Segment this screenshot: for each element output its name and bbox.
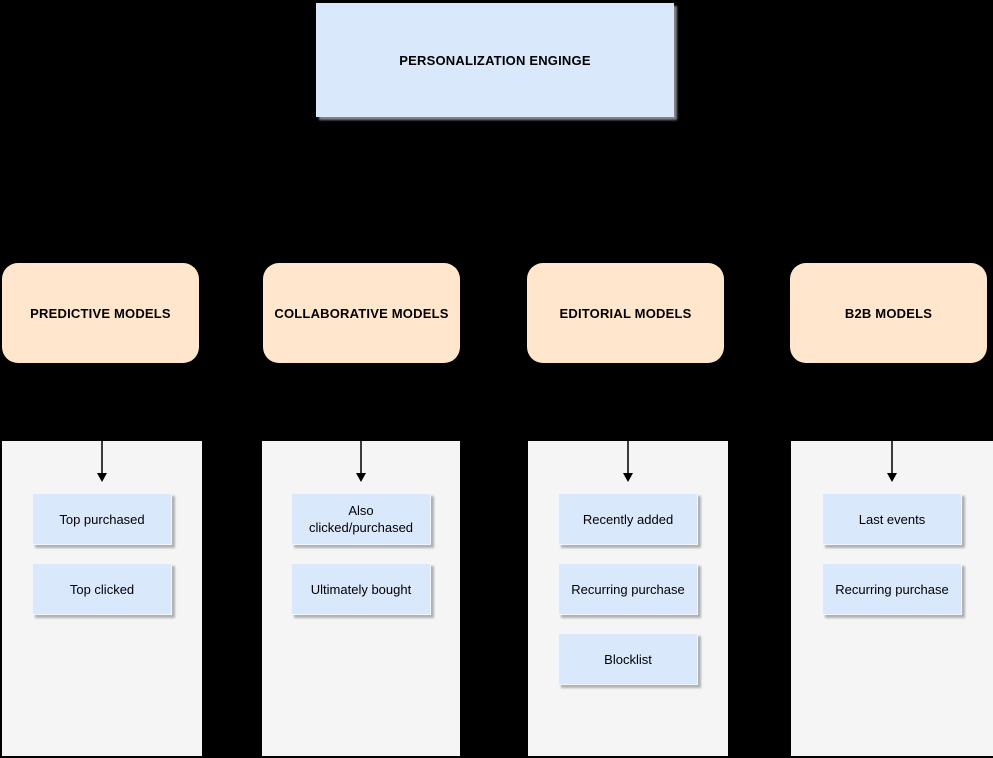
node-recurring-purchase: Recurring purchase [822, 563, 962, 615]
panel-b2b-models: Last events Recurring purchase [791, 441, 993, 756]
node-personalization-engine: PERSONALIZATION ENGINGE [316, 3, 674, 117]
arrow-shaft [891, 441, 893, 473]
arrowhead-icon [887, 473, 897, 482]
category-label: EDITORIAL MODELS [559, 305, 692, 321]
node-top-clicked: Top clicked [32, 563, 172, 615]
category-label: COLLABORATIVE MODELS [274, 305, 449, 321]
arrow-shaft [360, 441, 362, 473]
item-list: Last events Recurring purchase [791, 493, 993, 615]
arrow-shaft [101, 441, 103, 473]
arrow-down-icon [356, 441, 366, 482]
panel-predictive-models: Top purchased Top clicked [2, 441, 202, 756]
arrow-down-icon [623, 441, 633, 482]
panel-editorial-models: Recently added Recurring purchase Blockl… [528, 441, 728, 756]
arrow-down-icon [887, 441, 897, 482]
node-predictive-models: PREDICTIVE MODELS [2, 263, 199, 363]
node-editorial-models: EDITORIAL MODELS [527, 263, 724, 363]
item-list: Also clicked/purchased Ultimately bought [262, 493, 460, 615]
node-collaborative-models: COLLABORATIVE MODELS [263, 263, 460, 363]
item-list: Recently added Recurring purchase Blockl… [528, 493, 728, 685]
arrowhead-icon [356, 473, 366, 482]
arrowhead-icon [97, 473, 107, 482]
item-list: Top purchased Top clicked [2, 493, 202, 615]
node-top-purchased: Top purchased [32, 493, 172, 545]
node-ultimately-bought: Ultimately bought [291, 563, 431, 615]
arrowhead-icon [623, 473, 633, 482]
engine-title: PERSONALIZATION ENGINGE [399, 52, 591, 68]
category-label: B2B MODELS [844, 305, 933, 321]
node-b2b-models: B2B MODELS [790, 263, 987, 363]
node-blocklist: Blocklist [558, 633, 698, 685]
arrow-down-icon [97, 441, 107, 482]
node-also-clicked-purchased: Also clicked/purchased [291, 493, 431, 545]
node-last-events: Last events [822, 493, 962, 545]
node-recently-added: Recently added [558, 493, 698, 545]
category-label: PREDICTIVE MODELS [30, 305, 171, 321]
panel-collaborative-models: Also clicked/purchased Ultimately bought [262, 441, 460, 756]
arrow-shaft [627, 441, 629, 473]
node-recurring-purchase: Recurring purchase [558, 563, 698, 615]
